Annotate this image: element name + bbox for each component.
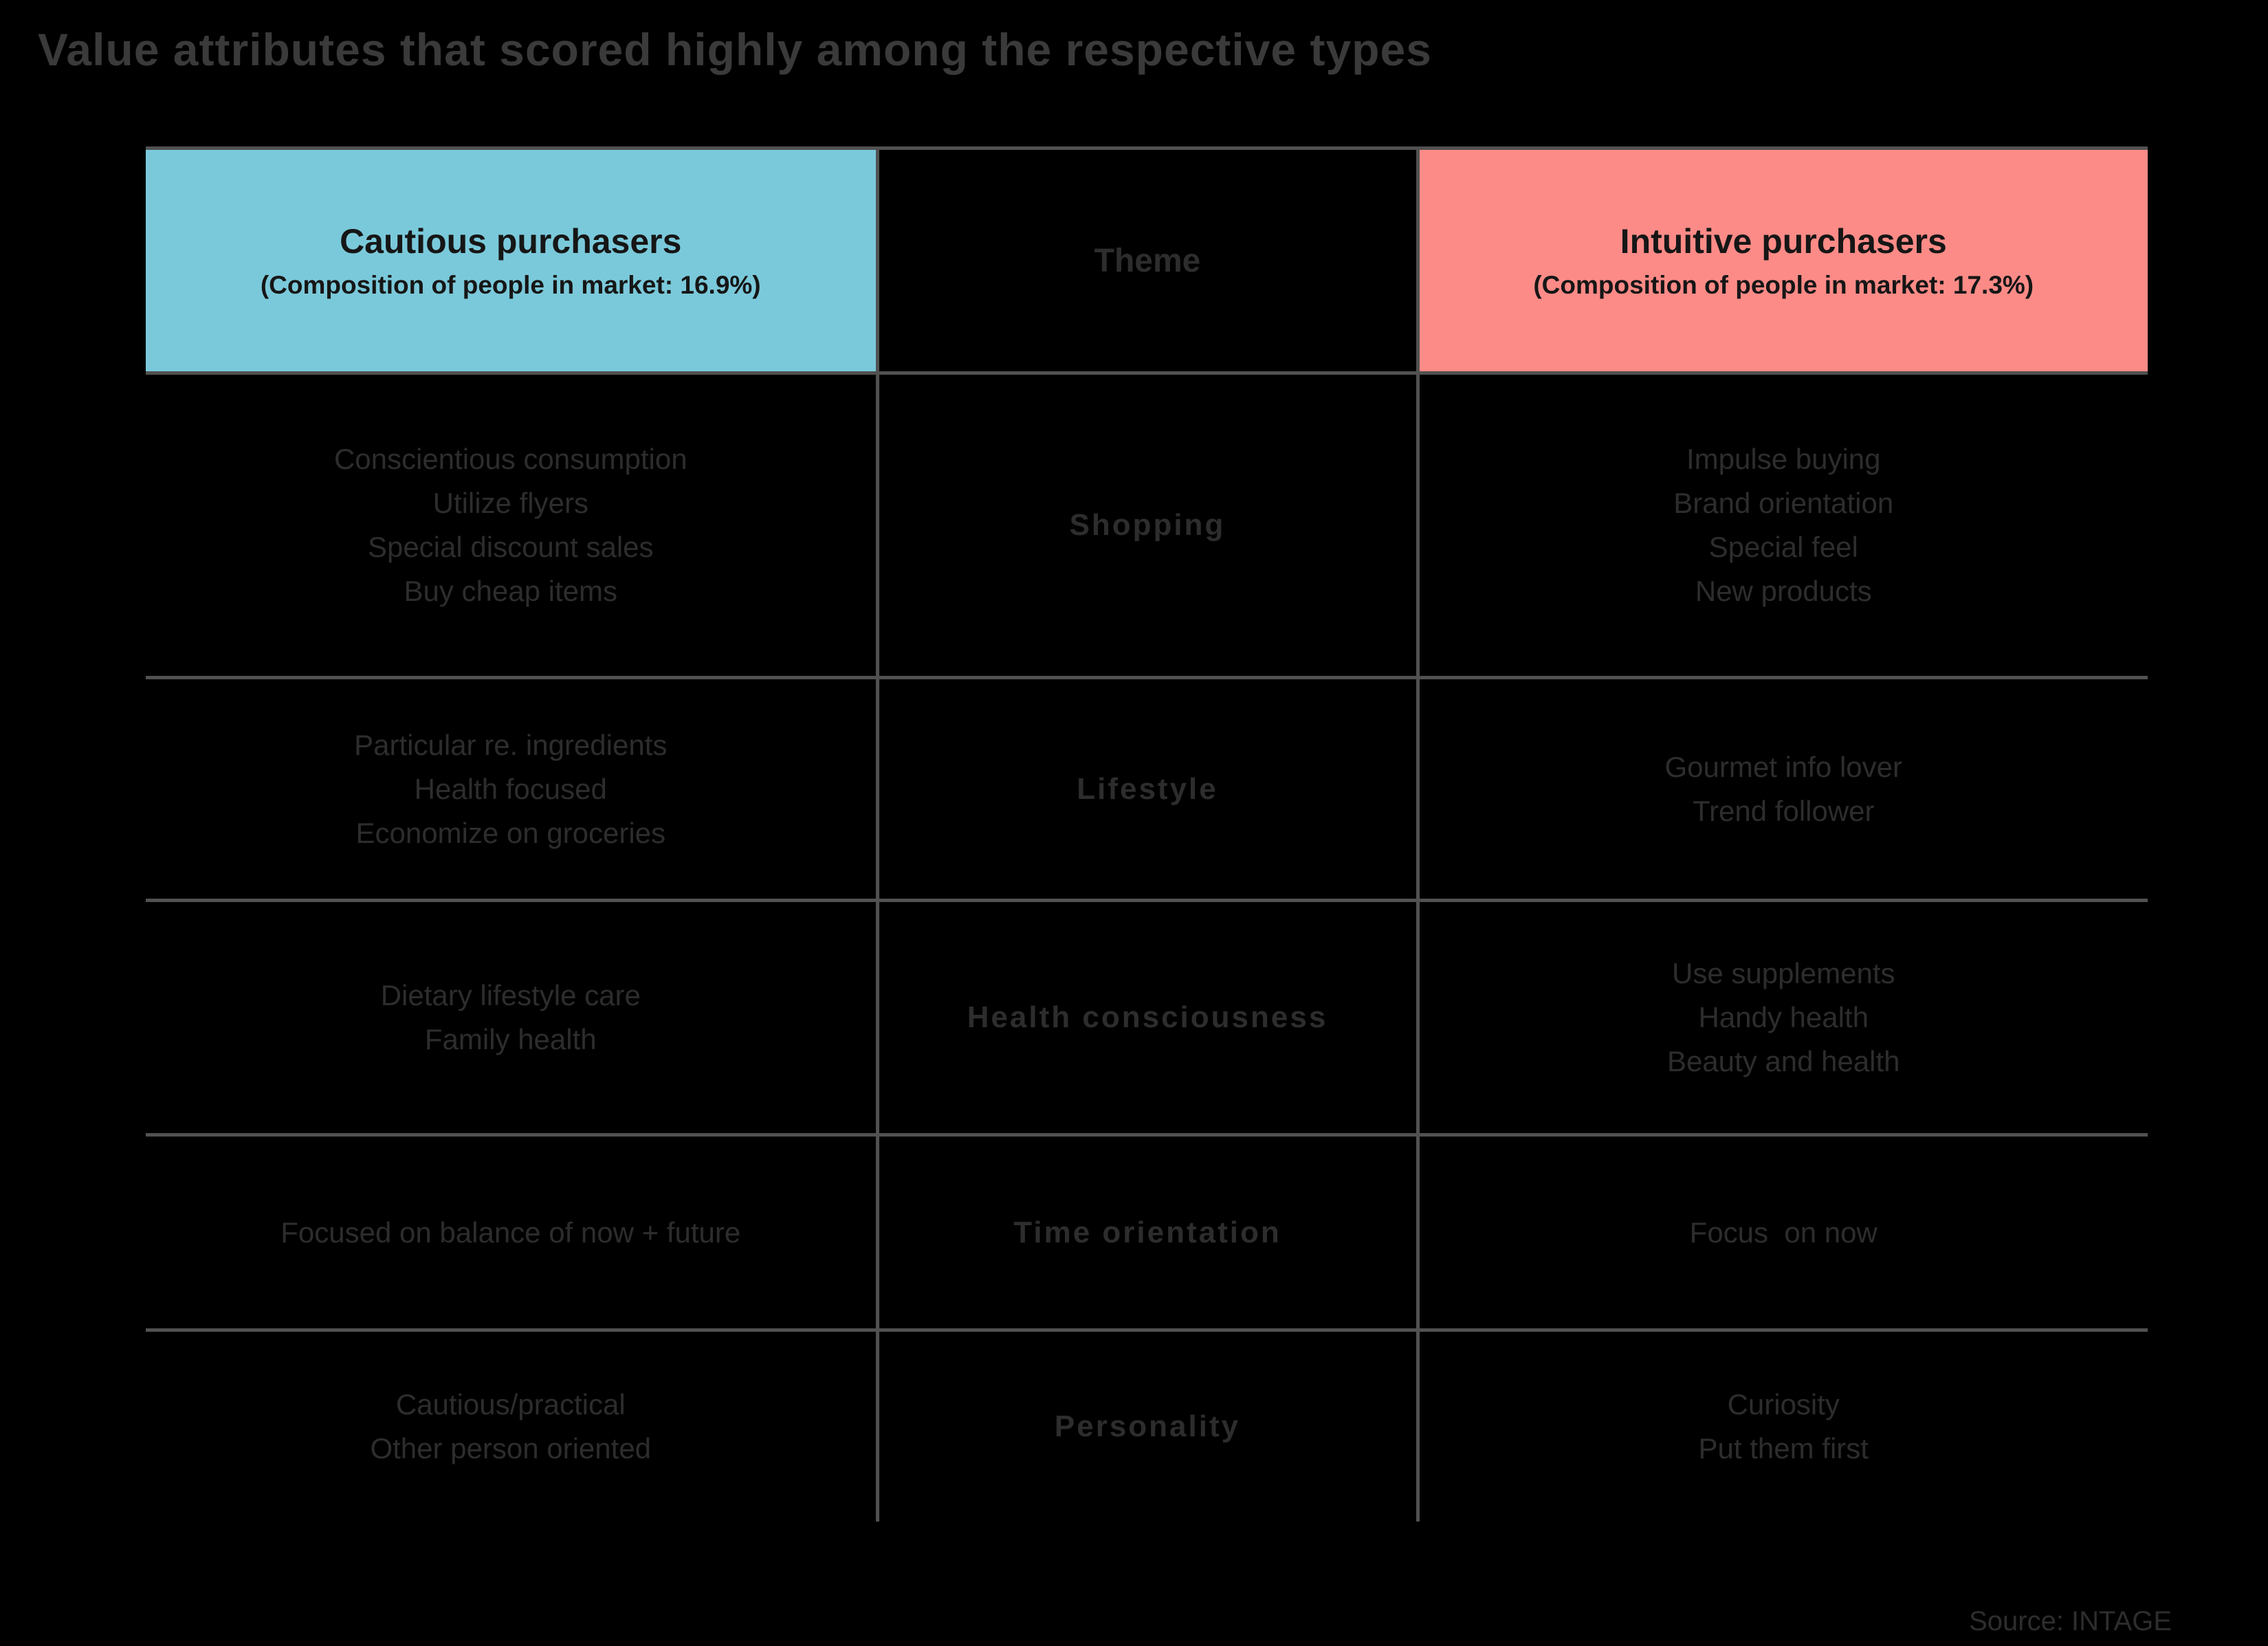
cell-intuitive-health: Use supplements Handy health Beauty and … [1418, 900, 2148, 1137]
cell-intuitive-shopping: Impulse buying Brand orientation Special… [1418, 373, 2148, 679]
cell-theme-lifestyle: Lifestyle [875, 677, 1420, 902]
cell-theme-health: Health consciousness [875, 900, 1420, 1137]
cell-intuitive-time: Focus on now [1418, 1134, 2148, 1332]
table-row-time-orientation: Focused on balance of now + future Time … [146, 1134, 2148, 1332]
header-intuitive-subtitle: (Composition of people in market: 17.3%) [1533, 271, 2034, 299]
table-row-health-consciousness: Dietary lifestyle care Family health Hea… [146, 900, 2148, 1137]
source-note: Source: INTAGE [1969, 1606, 2172, 1636]
cell-cautious-health: Dietary lifestyle care Family health [146, 900, 877, 1137]
table-header-row: Cautious purchasers (Composition of peop… [146, 146, 2148, 375]
header-cautious-title: Cautious purchasers [340, 222, 682, 261]
table-row-lifestyle: Particular re. ingredients Health focuse… [146, 677, 2148, 902]
cell-intuitive-lifestyle: Gourmet info lover Trend follower [1418, 677, 2148, 902]
page-title: Value attributes that scored highly amon… [38, 24, 1432, 75]
comparison-table: Cautious purchasers (Composition of peop… [146, 146, 2148, 1522]
header-intuitive-purchasers: Intuitive purchasers (Composition of peo… [1418, 146, 2148, 375]
table-row-shopping: Conscientious consumption Utilize flyers… [146, 373, 2148, 679]
cell-intuitive-personality: Curiosity Put them first [1698, 1388, 1869, 1464]
header-cautious-purchasers: Cautious purchasers (Composition of peop… [146, 146, 877, 375]
header-cautious-subtitle: (Composition of people in market: 16.9%) [260, 271, 761, 299]
cell-theme-shopping: Shopping [875, 373, 1420, 679]
header-intuitive-title: Intuitive purchasers [1620, 222, 1947, 261]
cell-cautious-lifestyle: Particular re. ingredients Health focuse… [146, 677, 877, 902]
cell-theme-time: Time orientation [875, 1134, 1420, 1332]
table-row-personality: Cautious/practical Other person oriented… [146, 1330, 2148, 1522]
cell-theme-personality: Personality [875, 1330, 1420, 1522]
cell-cautious-time: Focused on balance of now + future [146, 1134, 877, 1332]
cell-cautious-shopping: Conscientious consumption Utilize flyers… [146, 373, 877, 679]
header-theme: Theme [875, 146, 1420, 375]
cell-cautious-personality: Cautious/practical Other person oriented [370, 1388, 652, 1464]
